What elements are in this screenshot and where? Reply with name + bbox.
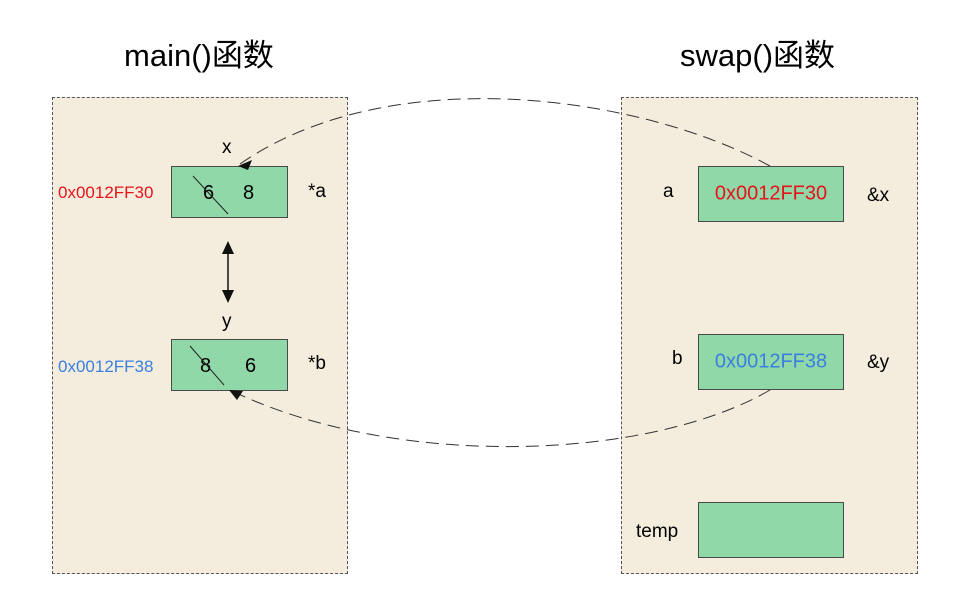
y-variable-label: y	[222, 311, 232, 332]
a-memory-cell: 0x0012FF30	[698, 166, 844, 222]
a-pointer-value: 0x0012FF30	[714, 182, 828, 205]
x-memory-cell: 6 8	[171, 166, 288, 218]
main-frame-title: main()函数	[124, 38, 274, 73]
x-old-value: 6	[203, 182, 215, 204]
swap-frame-title: swap()函数	[680, 38, 836, 73]
a-variable-label: a	[663, 181, 674, 202]
x-address: 0x0012FF30	[58, 183, 154, 202]
temp-variable-label: temp	[636, 521, 679, 542]
b-variable-label: b	[672, 348, 683, 369]
y-old-value: 8	[200, 355, 212, 377]
x-new-value: 8	[243, 182, 255, 204]
y-new-value: 6	[245, 355, 257, 377]
x-variable-label: x	[222, 137, 232, 158]
b-pointer-value: 0x0012FF38	[714, 350, 828, 373]
y-memory-cell: 8 6	[171, 339, 288, 391]
x-alias-label: *a	[308, 181, 326, 202]
a-reference-label: &x	[867, 185, 890, 206]
temp-memory-cell	[698, 502, 844, 558]
y-address: 0x0012FF38	[58, 357, 154, 376]
y-alias-label: *b	[308, 353, 326, 374]
b-memory-cell: 0x0012FF38	[698, 334, 844, 390]
b-reference-label: &y	[867, 352, 890, 373]
